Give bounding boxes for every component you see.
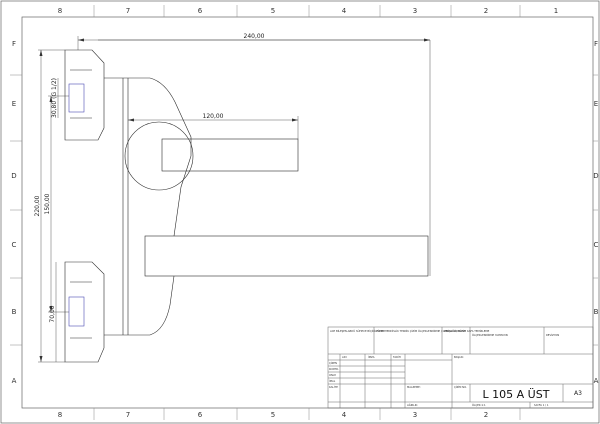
zone-left-e: E <box>12 100 16 108</box>
title-label: BAŞLIK: <box>454 355 464 359</box>
zone-top-7: 7 <box>126 7 130 15</box>
drawing-no-label: ÇİZİM NO. <box>454 384 467 389</box>
zone-left-f: F <box>12 40 16 48</box>
zone-left-d: D <box>11 172 16 180</box>
zone-left-c: C <box>12 241 17 249</box>
row-check: KONTR. <box>329 367 339 371</box>
dim-handle-width: 120,00 <box>203 113 224 120</box>
no-scale-note: ÖLÇEKLENDİRME YAPMAYIN <box>472 332 508 337</box>
company-note: ACE BİLEŞEN-ABDÜ SÜHECE BİÇİCİLER MUHEND… <box>330 328 466 333</box>
zone-right-b: B <box>594 308 599 316</box>
surface-label: YÜZEY <box>376 328 385 333</box>
scale-label: ÖLÇEK:1:1 <box>472 402 486 407</box>
col-date: TARİH <box>393 354 401 359</box>
row-draw: ÇİZEN <box>329 360 337 365</box>
zone-right-f: F <box>594 40 598 48</box>
inner-frame <box>21 16 594 409</box>
dim-thread: 30,80 (G 1/2) <box>51 78 58 118</box>
zone-right-d: D <box>593 172 598 180</box>
col-sign: İMZA <box>368 354 375 359</box>
zone-bottom-7: 7 <box>126 411 130 419</box>
zone-bottom-8: 8 <box>58 411 62 419</box>
zone-bottom-6: 6 <box>198 411 203 419</box>
zone-top-3: 3 <box>413 7 417 15</box>
zone-left-a: A <box>12 377 17 385</box>
edges-note: KENAR KIRMA VE KAFA TEMİZLEME <box>444 328 490 333</box>
zone-bottom-2: 2 <box>484 411 488 419</box>
zone-bottom-5: 5 <box>271 411 275 419</box>
zone-right-a: A <box>594 377 599 385</box>
zone-top-6: 6 <box>198 7 203 15</box>
row-quality: KALİTE <box>329 384 338 389</box>
revision-label: REVİZYON <box>546 332 559 337</box>
lever-handle <box>161 138 299 172</box>
zone-top-2: 2 <box>484 7 488 15</box>
dim-bottom: 70,00 <box>49 305 56 322</box>
zone-top-5: 5 <box>271 7 275 15</box>
row-mfg: İMAL <box>329 378 336 383</box>
spout <box>144 235 429 277</box>
zone-top-8: 8 <box>58 7 62 15</box>
dim-centers: 150,00 <box>44 193 51 214</box>
zone-right-c: C <box>594 241 599 249</box>
zone-top-1: 1 <box>554 7 558 15</box>
zone-top-4: 4 <box>342 7 347 15</box>
weight-label: AĞIRLIK: <box>407 402 418 407</box>
dim-overall-width: 240,00 <box>244 33 265 40</box>
envelope-outline <box>98 39 431 276</box>
page-label: SAYFA 1 / 1 <box>534 403 549 407</box>
part-number: L 105 A ÜST <box>483 388 550 401</box>
faucet-body <box>64 49 194 363</box>
col-name: ADI <box>342 355 347 359</box>
zone-right-e: E <box>594 100 598 108</box>
dim-overall-height: 220,00 <box>34 195 41 216</box>
zone-left-b: B <box>12 308 17 316</box>
row-approve: ONAY <box>329 373 337 377</box>
title-block <box>327 326 594 409</box>
material-label: MALZEME: <box>407 385 421 389</box>
sheet-size: A3 <box>574 390 582 397</box>
zone-bottom-3: 3 <box>413 411 417 419</box>
zone-bottom-4: 4 <box>342 411 347 419</box>
